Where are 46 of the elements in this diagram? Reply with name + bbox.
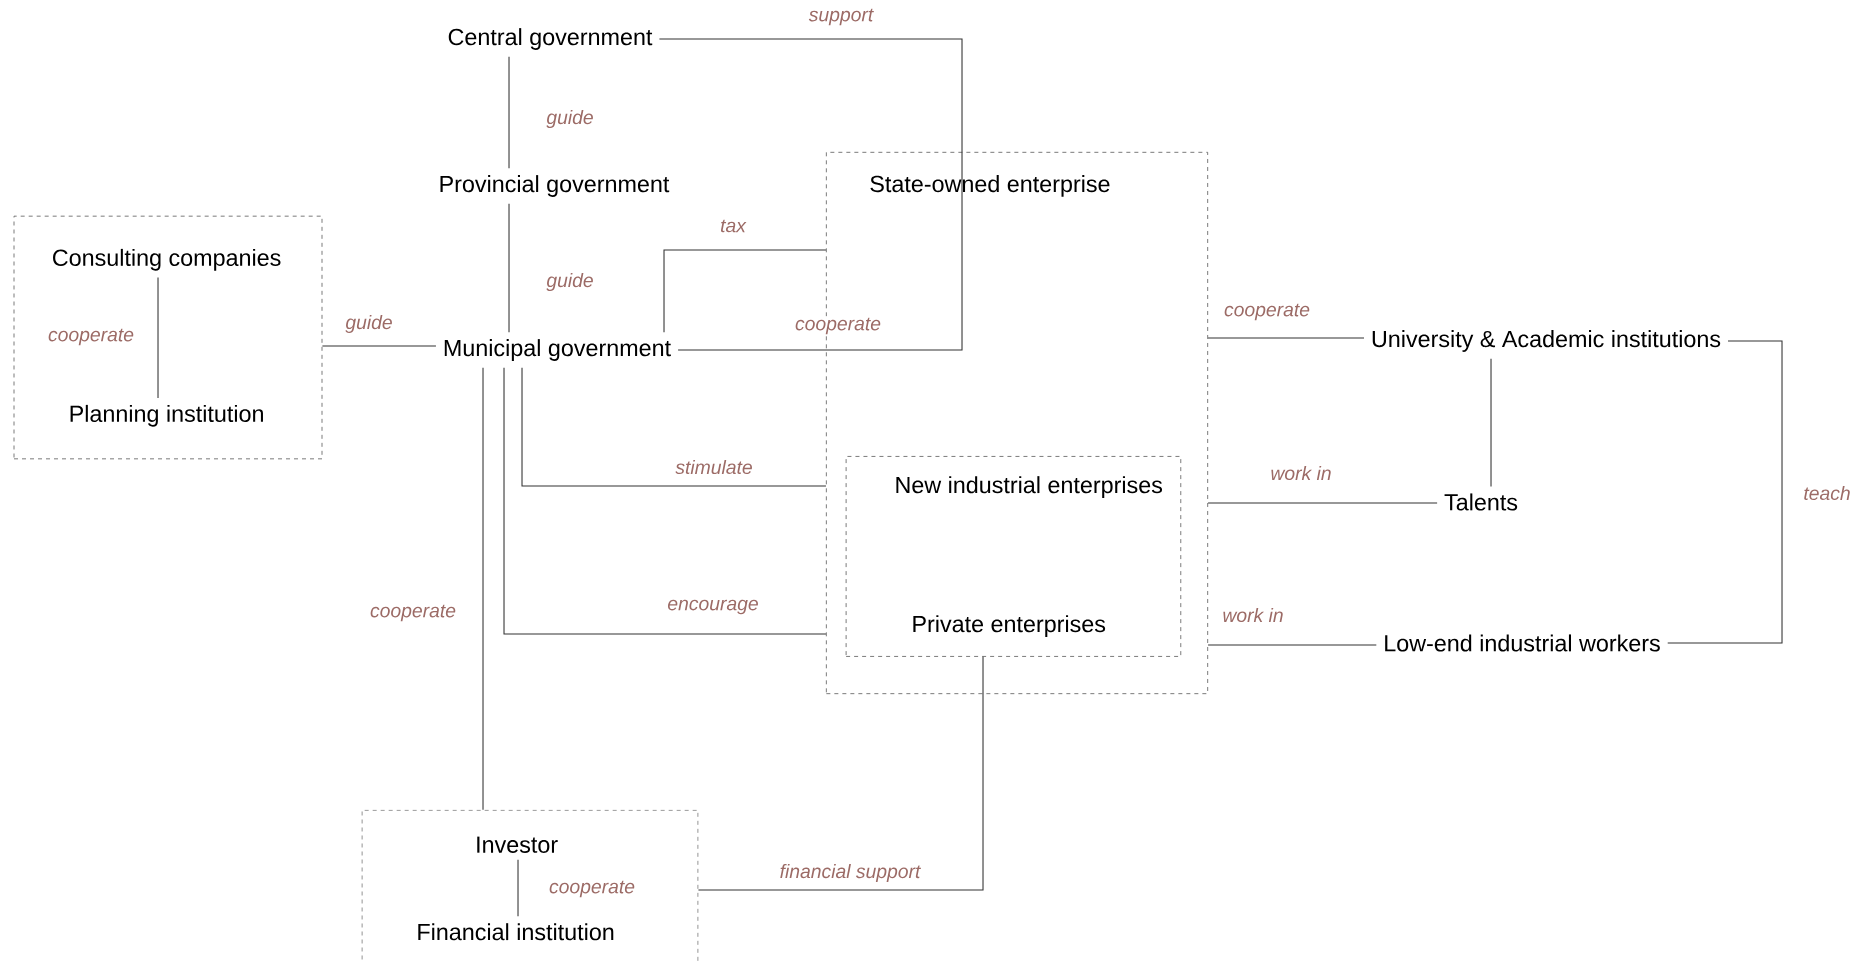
connector-line xyxy=(521,367,827,487)
entity-label: Planning institution xyxy=(70,404,263,427)
edge-label: tax xyxy=(718,218,748,234)
entity-label: Central government xyxy=(448,28,653,50)
entity-label: Investor xyxy=(477,836,558,853)
entity-label: Talents xyxy=(1444,493,1518,511)
connector-line xyxy=(1667,340,1783,644)
edge-label: financial support xyxy=(778,862,922,884)
edge-label: cooperate xyxy=(46,327,136,347)
edge-label: teach xyxy=(1802,484,1852,502)
edge-label: cooperate xyxy=(547,879,637,899)
group-box xyxy=(13,215,323,460)
connector-line xyxy=(482,367,484,811)
edge-label: cooperate xyxy=(1222,302,1312,322)
connector-line xyxy=(697,656,984,891)
edge-label: support xyxy=(807,7,875,27)
connector-line xyxy=(1207,644,1377,646)
connector-line xyxy=(1207,337,1365,339)
connector-line xyxy=(157,277,159,399)
entity-label: Financial institution xyxy=(418,923,614,941)
connector-line xyxy=(508,203,510,333)
entity-label: Low-end industrial workers xyxy=(1385,634,1660,652)
group-box: New industrial enterprises Private enterprises xyxy=(845,456,1182,657)
connector-line xyxy=(1490,358,1492,488)
connector-line xyxy=(508,56,510,169)
entity-label: Municipal government xyxy=(444,339,671,361)
connector-line xyxy=(1207,502,1438,504)
edge-label: cooperate xyxy=(368,603,458,623)
entity-label: Provincial government xyxy=(440,175,670,197)
connector-line xyxy=(677,151,963,351)
entity-label: University & Academic institutions xyxy=(1372,330,1721,352)
edge-label: cooperate xyxy=(793,316,883,336)
edge-label: guide xyxy=(545,108,595,130)
entity-label: Consulting companies xyxy=(53,248,281,271)
group-box xyxy=(361,809,699,962)
connector-line xyxy=(663,249,827,333)
edge-label: encourage xyxy=(666,598,761,616)
edge-label: work in xyxy=(1221,606,1285,624)
edge-label: stimulate xyxy=(674,458,755,476)
connector-line xyxy=(517,859,519,917)
connector-line xyxy=(321,345,437,347)
edge-label: work in xyxy=(1269,464,1333,482)
connector-line xyxy=(503,367,827,635)
connector-line xyxy=(658,38,963,153)
edge-label: guide xyxy=(344,313,394,335)
edge-label: guide xyxy=(545,271,595,293)
